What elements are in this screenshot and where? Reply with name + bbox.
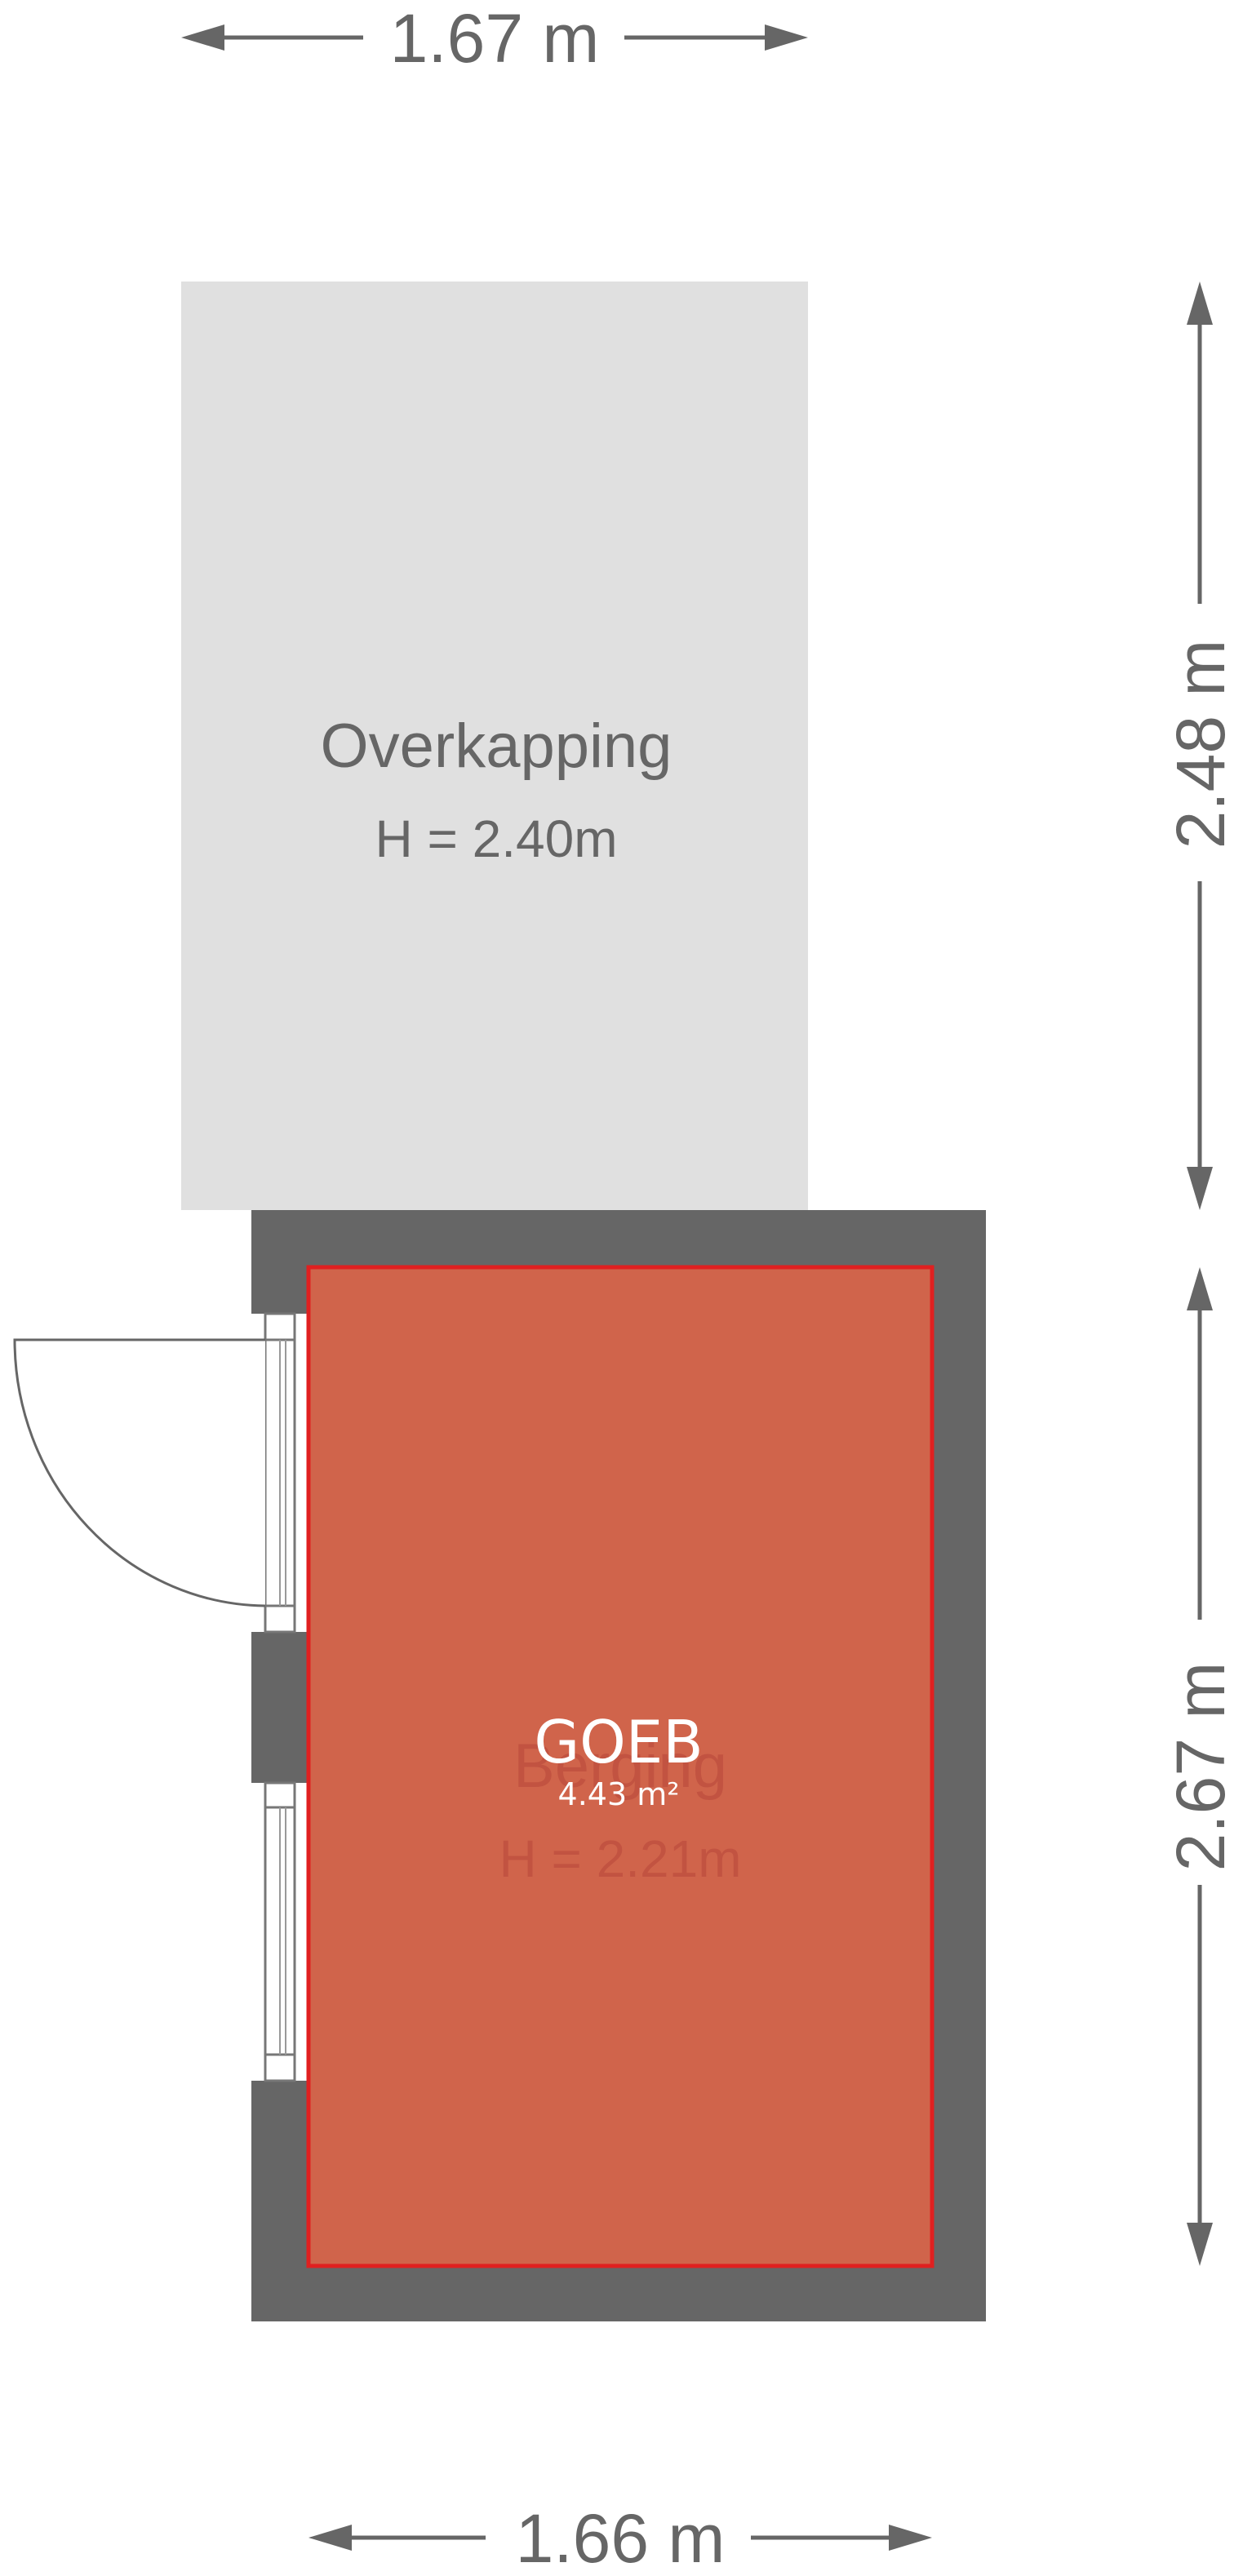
dimension-right-lower: 2.67 m <box>1162 1267 1239 2266</box>
dimension-bottom: 1.66 m <box>309 2500 932 2576</box>
arrow-right-icon <box>765 24 808 51</box>
window <box>264 1781 296 2082</box>
dimension-right-lower-label: 2.67 m <box>1162 1662 1239 1872</box>
arrow-left-icon <box>181 24 224 51</box>
arrow-down-icon <box>1187 2223 1213 2266</box>
overkapping-name: Overkapping <box>321 712 673 781</box>
dimension-bottom-label: 1.66 m <box>516 2500 726 2576</box>
arrow-right-icon <box>889 2525 932 2551</box>
berging-name: Berging <box>513 1731 727 1801</box>
berging-height: H = 2.21m <box>499 1829 741 1888</box>
overkapping-height: H = 2.40m <box>375 809 617 868</box>
arrow-up-icon <box>1187 1267 1213 1310</box>
goeb-title: GOEB <box>534 1708 703 1776</box>
dimension-top: 1.67 m <box>181 0 808 77</box>
room-berging: Berging H = 2.21m GOEB 4.43 m² <box>306 1265 934 2268</box>
room-overkapping: Overkapping H = 2.40m <box>181 282 808 1210</box>
overkapping-area <box>181 282 808 1210</box>
dimension-top-label: 1.67 m <box>390 0 600 77</box>
arrow-down-icon <box>1187 1167 1213 1210</box>
door <box>13 1312 296 1634</box>
dimension-right-upper-label: 2.48 m <box>1162 640 1239 849</box>
arrow-up-icon <box>1187 282 1213 325</box>
goeb-area: 4.43 m² <box>558 1776 680 1812</box>
arrow-left-icon <box>309 2525 352 2551</box>
door-swing-arc <box>13 1338 266 1607</box>
berging-highlight-area <box>306 1265 934 2268</box>
dimension-right-upper: 2.48 m <box>1162 282 1239 1210</box>
